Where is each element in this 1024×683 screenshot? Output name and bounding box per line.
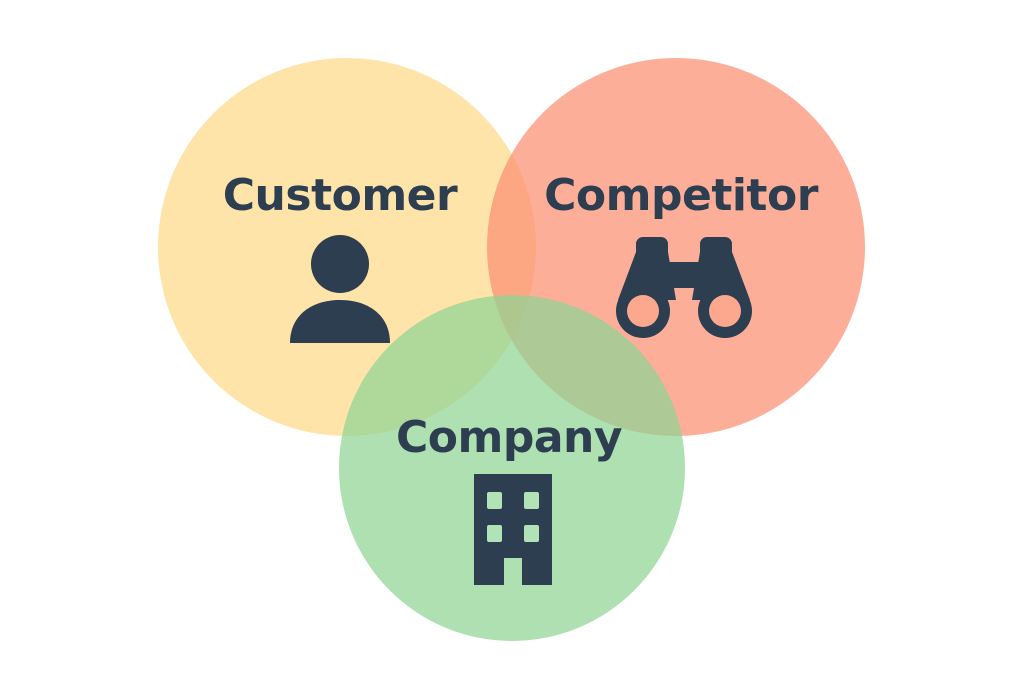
person-icon <box>290 235 390 343</box>
company-label: Company <box>396 412 622 463</box>
company-circle <box>339 295 685 641</box>
customer-label: Customer <box>223 170 458 221</box>
competitor-label: Competitor <box>544 170 819 221</box>
building-icon <box>474 474 552 585</box>
binoculars-icon <box>616 237 752 338</box>
